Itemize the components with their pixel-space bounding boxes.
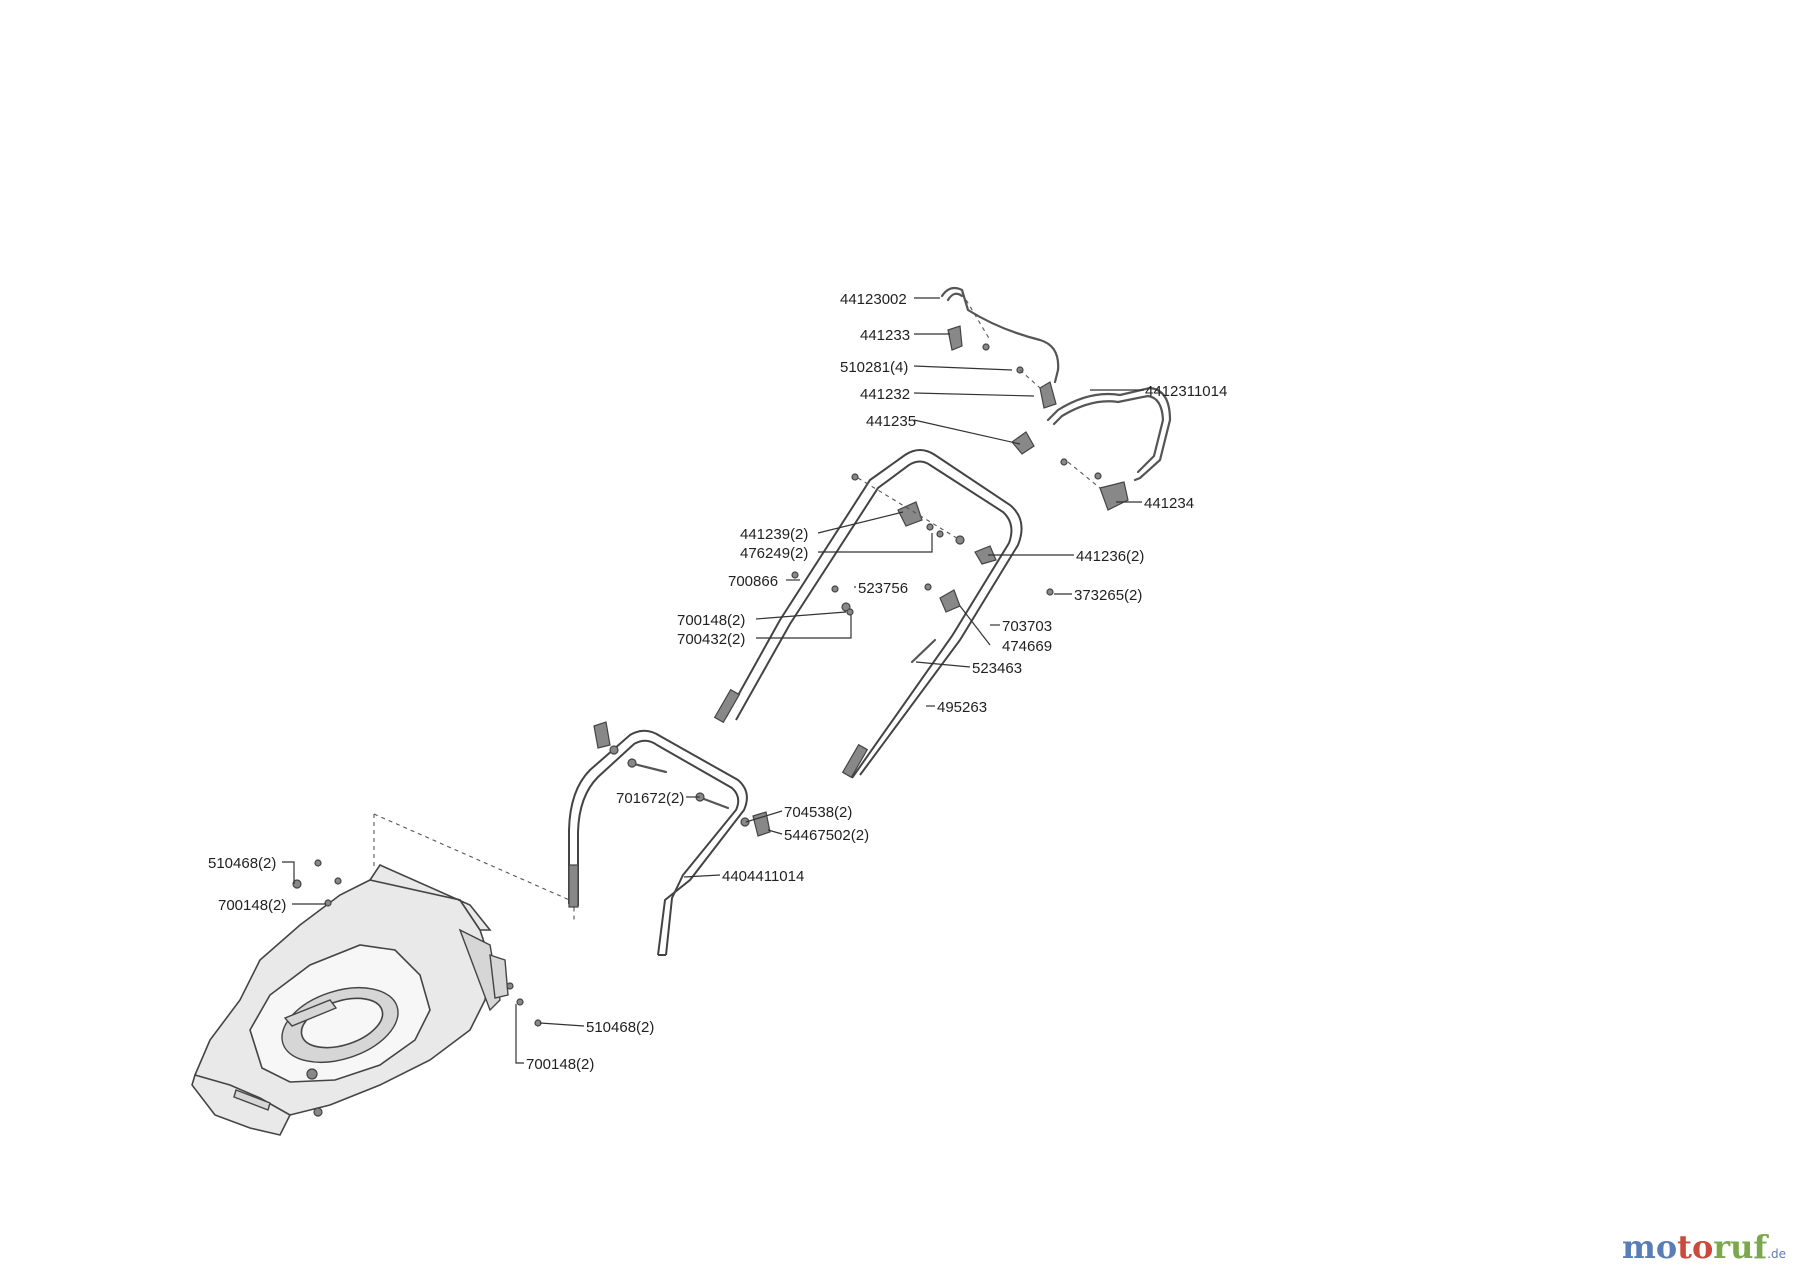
label-4404411014: 4404411014 — [722, 868, 804, 885]
motoruf-logo: motoruf.de — [1621, 1228, 1786, 1266]
label-44123002: 44123002 — [840, 291, 907, 308]
label-54467502: 54467502(2) — [784, 827, 869, 844]
label-523463: 523463 — [972, 660, 1022, 677]
label-441236: 441236(2) — [1076, 548, 1144, 565]
label-476249: 476249(2) — [740, 545, 808, 562]
leader-lines — [282, 297, 1144, 1064]
label-703703: 703703 — [1002, 618, 1052, 635]
label-474669: 474669 — [1002, 638, 1052, 655]
label-495263: 495263 — [937, 699, 987, 716]
upper-handle — [713, 449, 1023, 779]
label-510468-left: 510468(2) — [208, 855, 276, 872]
label-441234: 441234 — [1144, 495, 1194, 512]
label-441239: 441239(2) — [740, 526, 808, 543]
label-700866: 700866 — [728, 573, 778, 590]
mower-deck — [191, 863, 509, 1136]
cable — [940, 286, 1060, 384]
label-4412311014: 4412311014 — [1145, 383, 1227, 400]
control-bar — [1046, 386, 1172, 482]
label-704538: 704538(2) — [784, 804, 852, 821]
label-373265: 373265(2) — [1074, 587, 1142, 604]
label-510281: 510281(4) — [840, 359, 908, 376]
label-523756: 523756 — [858, 580, 908, 597]
label-510468-right: 510468(2) — [586, 1019, 654, 1036]
label-441232: 441232 — [860, 386, 910, 403]
part-labels: 44123002 441233 510281(4) 441232 4412311… — [208, 291, 1227, 1073]
label-700148-handle: 700148(2) — [677, 612, 745, 629]
label-701672: 701672(2) — [616, 790, 684, 807]
label-441233: 441233 — [860, 327, 910, 344]
label-700148-right: 700148(2) — [526, 1056, 594, 1073]
lower-handle — [568, 729, 748, 956]
label-700148-left: 700148(2) — [218, 897, 286, 914]
small-parts — [292, 325, 1129, 1027]
label-700432: 700432(2) — [677, 631, 745, 648]
label-441235: 441235 — [866, 413, 916, 430]
assembly-lines — [857, 292, 1101, 541]
